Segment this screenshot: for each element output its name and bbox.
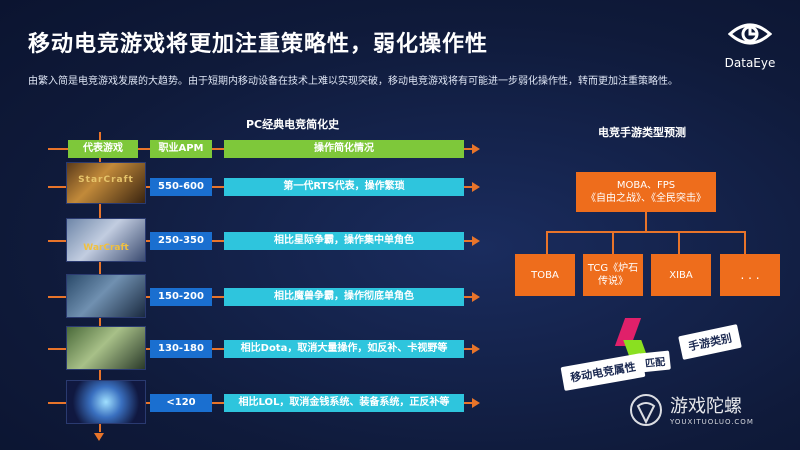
tag-match: 匹配 [639, 350, 671, 373]
forecast-child-xiba: XIBA [651, 254, 711, 296]
row-1-desc: 第一代RTS代表，操作繁琐 [224, 178, 464, 196]
header-simplification: 操作简化情况 [224, 140, 464, 158]
tree-branch-2 [612, 231, 614, 255]
tag-mobile-category: 手游类别 [678, 324, 742, 360]
row-5-desc: 相比LOL，取消金钱系统、装备系统，正反补等 [224, 394, 464, 412]
row-1-arrow-icon [472, 182, 480, 192]
tag-esports-attribute: 移动电竞属性 [560, 353, 646, 391]
header-game: 代表游戏 [68, 140, 138, 158]
history-title: PC经典电竞简化史 [246, 118, 340, 131]
row-5-arrow-icon [472, 398, 480, 408]
forecast-child-tcg: TCG《炉石传说》 [583, 254, 643, 296]
eye-logo-icon [727, 23, 773, 45]
warcraft-thumbnail-text: WarCraft [83, 243, 129, 253]
page-title: 移动电竞游戏将更加注重策略性，弱化操作性 [28, 32, 489, 57]
row-3-desc: 相比魔兽争霸，操作彻底单角色 [224, 288, 464, 306]
timeline-arrow-down-icon [94, 433, 104, 441]
tree-branch-1 [546, 231, 548, 255]
row-3-apm: 150-200 [150, 288, 212, 306]
row-2-desc: 相比星际争霸，操作集中单角色 [224, 232, 464, 250]
watermark: 游戏陀螺 YOUXITUOLUO.COM [628, 390, 778, 440]
tree-branch-3 [678, 231, 680, 255]
forecast-top-line1: MOBA、FPS [616, 180, 676, 191]
warcraft-thumbnail: WarCraft [66, 218, 146, 262]
starcraft-thumbnail-text: StarCraft [78, 175, 134, 185]
watermark-name: 游戏陀螺 [670, 396, 742, 417]
tree-branch-4 [744, 231, 746, 255]
spinning-top-icon [630, 394, 662, 426]
watermark-url: YOUXITUOLUO.COM [670, 418, 754, 426]
starcraft-thumbnail: StarCraft [66, 162, 146, 204]
row-3-arrow-icon [472, 292, 480, 302]
row-4-arrow-icon [472, 344, 480, 354]
tree-branch-line [546, 231, 746, 233]
page-subtitle: 由繁入简是电竞游戏发展的大趋势。由于短期内移动设备在技术上难以实现突破，移动电竞… [28, 76, 678, 87]
dataeye-logo: DataEye [718, 18, 782, 70]
lol-thumbnail [66, 326, 146, 370]
row-4-desc: 相比Dota，取消大量操作，如反补、卡视野等 [224, 340, 464, 358]
row-1-apm: 550-600 [150, 178, 212, 196]
forecast-child-toba: TOBA [515, 254, 575, 296]
forecast-child-more: . . . [720, 254, 780, 296]
header-row-arrow-icon [472, 144, 480, 154]
row-5-apm: <120 [150, 394, 212, 412]
logo-text: DataEye [724, 56, 776, 70]
row-2-arrow-icon [472, 236, 480, 246]
dota-thumbnail [66, 274, 146, 318]
tree-trunk-line [645, 212, 647, 232]
forecast-title: 电竞手游类型预测 [598, 126, 686, 139]
row-4-apm: 130-180 [150, 340, 212, 358]
forecast-top-line2: 《自由之战》、《全民突击》 [586, 193, 706, 204]
heroes-thumbnail [66, 380, 146, 424]
row-2-apm: 250-350 [150, 232, 212, 250]
forecast-top-box: MOBA、FPS 《自由之战》、《全民突击》 [576, 172, 716, 212]
header-apm: 职业APM [150, 140, 212, 158]
